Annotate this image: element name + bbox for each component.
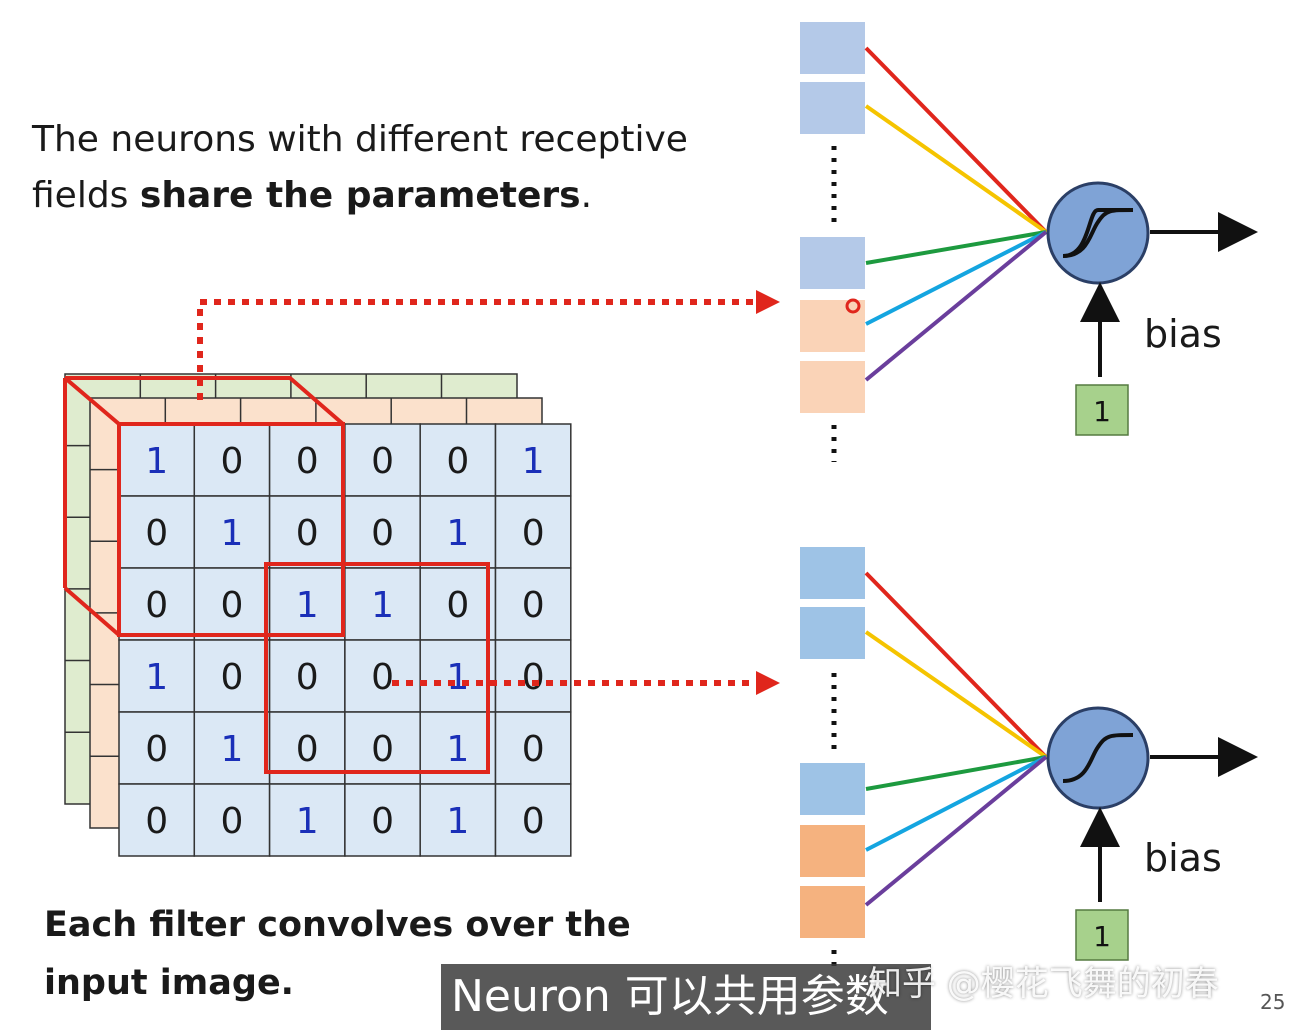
grid-cell [494, 423, 572, 497]
grid-cell-value: 1 [145, 441, 168, 482]
grid-cell-value: 0 [145, 801, 168, 842]
grid-cell-value: 0 [371, 801, 394, 842]
receptive-field-1 [63, 376, 345, 637]
top-caption-line2-prefix: fields [32, 175, 140, 216]
neuron-1-bias-input: 1 [1093, 395, 1111, 428]
receptive-field-2 [264, 562, 490, 774]
grid-cell [193, 783, 271, 857]
grid-cell-value: 0 [371, 441, 394, 482]
grid-cell [494, 495, 572, 569]
mapping-arrow-2 [392, 671, 780, 695]
neuron-2-bias-label: bias [1144, 836, 1222, 880]
grid-cell-value: 1 [296, 585, 319, 626]
neuron-1: 1 [1046, 181, 1258, 436]
grid-cell-value: 0 [371, 657, 394, 698]
grid-cell [344, 423, 421, 497]
grid-cell-value: 0 [446, 441, 469, 482]
neuron-2-weights [864, 571, 1048, 907]
neuron-2-bias-input: 1 [1093, 920, 1111, 953]
grid-cell [494, 711, 572, 785]
grid-cell-value: 0 [296, 729, 319, 770]
neuron-1-inputs [800, 22, 865, 462]
neuron-2: 1 [1046, 706, 1258, 961]
top-caption-suffix: . [580, 175, 593, 216]
neuron-1-bias-label: bias [1144, 312, 1222, 356]
watermark: 知乎 @樱花飞舞的初春 [868, 964, 1219, 1004]
grid-cell [268, 639, 346, 713]
grid-cell-value: 0 [145, 585, 168, 626]
grid-cell-value: 0 [522, 729, 545, 770]
grid-cell [118, 567, 196, 641]
page-number: 25 [1260, 990, 1286, 1014]
grid-cell [344, 567, 421, 641]
grid-cell-value: 1 [446, 657, 469, 698]
grid-cell-value: 0 [522, 513, 545, 554]
neuron-2-inputs [800, 547, 865, 970]
grid-cell-value: 0 [522, 801, 545, 842]
bottom-caption-line2: input image. [44, 963, 294, 1003]
grid-cell-value: 1 [446, 801, 469, 842]
grid-cell-value: 0 [220, 801, 243, 842]
grid-cell-value: 0 [522, 585, 545, 626]
grid-cell-value: 0 [371, 513, 394, 554]
top-caption-bold: share the parameters [139, 175, 581, 216]
mapping-arrow-1 [197, 290, 780, 400]
grid-cell-value: 1 [220, 513, 243, 554]
grid-cell [268, 783, 346, 857]
grid-cell-value: 0 [296, 657, 319, 698]
grid-cell-value: 1 [296, 801, 319, 842]
grid-cell [344, 783, 421, 857]
top-caption-line1: The neurons with different receptive [32, 119, 688, 160]
grid-cell [419, 567, 497, 641]
grid-cell [268, 495, 346, 569]
grid-cell-value: 1 [220, 729, 243, 770]
grid-cell [118, 783, 196, 857]
grid-cell-value: 0 [145, 513, 168, 554]
neuron-1-weights [864, 46, 1048, 382]
grid-cell [419, 639, 497, 713]
grid-cell-value: 0 [145, 729, 168, 770]
bottom-caption: Each filter convolves over the input ima… [44, 896, 631, 1012]
grid-cell-value: 1 [145, 657, 168, 698]
grid-cell-value: 0 [220, 657, 243, 698]
grid-cell-value: 1 [522, 441, 545, 482]
grid-cell-value: 0 [371, 729, 394, 770]
grid-cell-value: 0 [296, 441, 319, 482]
grid-cell [494, 567, 572, 641]
top-caption-line2: fields share the parameters. [32, 168, 688, 224]
grid-cell [494, 783, 572, 857]
grid-cell [344, 495, 421, 569]
grid-cell [118, 711, 196, 785]
grid-cell-value: 0 [446, 585, 469, 626]
grid-cell [268, 567, 346, 641]
grid-cell [419, 495, 497, 569]
video-subtitle: Neuron 可以共用参数 [441, 964, 931, 1030]
grid-cell-value: 0 [296, 513, 319, 554]
grid-cell-value: 0 [220, 585, 243, 626]
grid-cell-value: 1 [446, 513, 469, 554]
grid-cell-value: 1 [446, 729, 469, 770]
grid-cell [118, 423, 196, 497]
grid-cell [193, 495, 271, 569]
grid-cell-value: 0 [522, 657, 545, 698]
grid-cell [419, 783, 497, 857]
top-caption: The neurons with different receptive fie… [32, 112, 688, 224]
grid-cell-value: 0 [220, 441, 243, 482]
grid-cell-value: 1 [371, 585, 394, 626]
bottom-caption-line1: Each filter convolves over the [44, 905, 631, 945]
